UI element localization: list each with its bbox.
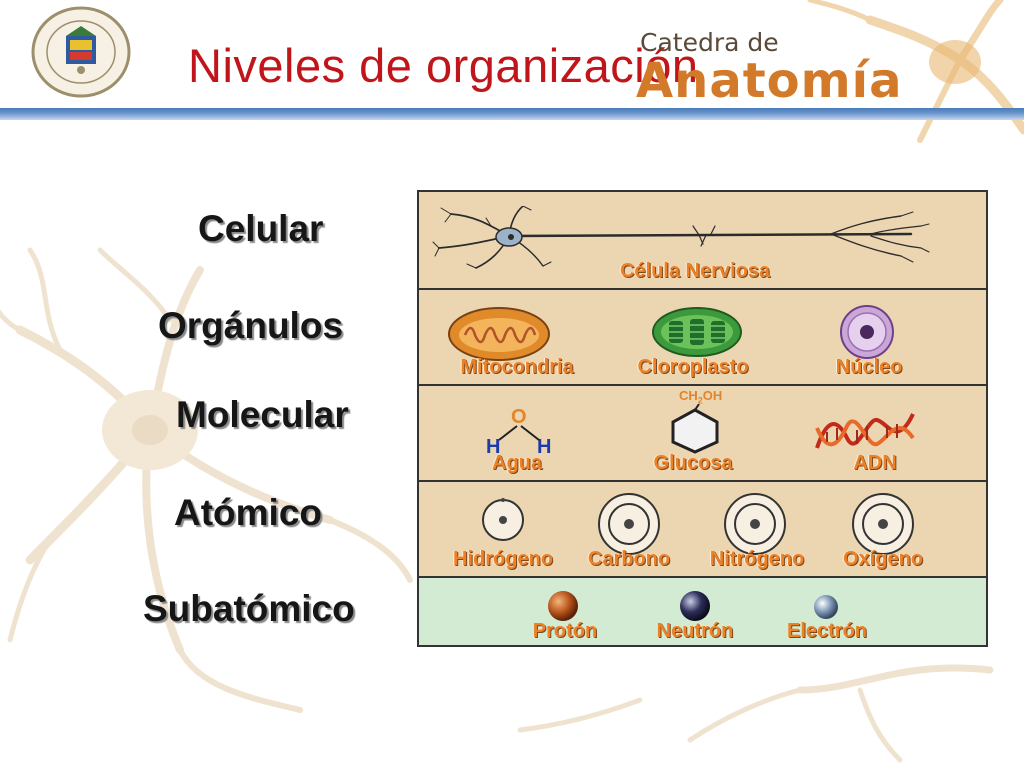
slide-title: Niveles de organización bbox=[188, 39, 699, 92]
water-hydrogen-label-2: H bbox=[537, 436, 552, 458]
oxygen-atom-image bbox=[852, 493, 914, 555]
header-band bbox=[0, 108, 1024, 120]
water-bonds bbox=[498, 425, 540, 441]
row-molecular: O H H CH2OH Agua Glucosa ADN bbox=[419, 386, 986, 482]
levels-diagram-panel: Célula Nerviosa Mitocondria bbox=[417, 190, 988, 647]
row-organulos: Mitocondria Cloroplasto Núcleo bbox=[419, 290, 986, 386]
level-label-molecular: Molecular bbox=[176, 394, 349, 435]
neutron-image bbox=[680, 591, 710, 621]
glucose-ring-image bbox=[671, 404, 719, 454]
row-subatomico: Protón Neutrón Electrón bbox=[419, 578, 986, 645]
nucleus-image bbox=[840, 305, 894, 359]
level-label-celular: Celular bbox=[198, 208, 324, 249]
caption-cloroplasto: Cloroplasto bbox=[637, 356, 749, 378]
caption-oxigeno: Oxígeno bbox=[842, 548, 924, 570]
dna-helix-image bbox=[815, 413, 915, 449]
caption-adn: ADN bbox=[853, 452, 897, 474]
caption-proton: Protón bbox=[532, 620, 598, 642]
caption-neutron: Neutrón bbox=[656, 620, 734, 642]
caption-celula-nerviosa: Célula Nerviosa bbox=[619, 260, 771, 282]
caption-mitocondria: Mitocondria bbox=[460, 356, 574, 378]
caption-hidrogeno: Hidrógeno bbox=[453, 548, 553, 570]
glucose-group-text: CH2OH bbox=[679, 388, 723, 406]
carbon-atom-image bbox=[598, 493, 660, 555]
level-label-organulos: Orgánulos bbox=[158, 305, 344, 346]
logo-line2: Anatomía bbox=[636, 53, 903, 109]
chloroplast-image bbox=[652, 307, 742, 357]
row-atomico: Hidrógeno Carbono Nitrógeno Oxígeno bbox=[419, 482, 986, 578]
proton-image bbox=[548, 591, 578, 621]
level-label-subatomico: Subatómico bbox=[143, 588, 355, 629]
water-hydrogen-label-1: H bbox=[486, 436, 501, 458]
caption-agua: Agua bbox=[492, 452, 542, 474]
mitochondria-image bbox=[448, 307, 550, 361]
caption-electron: Electrón bbox=[786, 620, 868, 642]
hydrogen-atom-image bbox=[482, 498, 524, 541]
logo-line1: Catedra de bbox=[640, 28, 779, 57]
glucose-group-label: CH2OH bbox=[679, 388, 722, 406]
neuron-image bbox=[432, 206, 930, 269]
caption-nitrogeno: Nitrógeno bbox=[709, 548, 805, 570]
caption-carbono: Carbono bbox=[587, 548, 671, 570]
caption-glucosa: Glucosa bbox=[653, 452, 733, 474]
nitrogen-atom-image bbox=[724, 493, 786, 555]
row-celular: Célula Nerviosa bbox=[419, 192, 986, 290]
electron-image bbox=[814, 595, 838, 619]
water-oxygen-label: O bbox=[511, 406, 527, 428]
caption-nucleo: Núcleo bbox=[835, 356, 903, 378]
level-label-atomico: Atómico bbox=[174, 492, 322, 533]
university-seal-logo bbox=[31, 6, 131, 98]
